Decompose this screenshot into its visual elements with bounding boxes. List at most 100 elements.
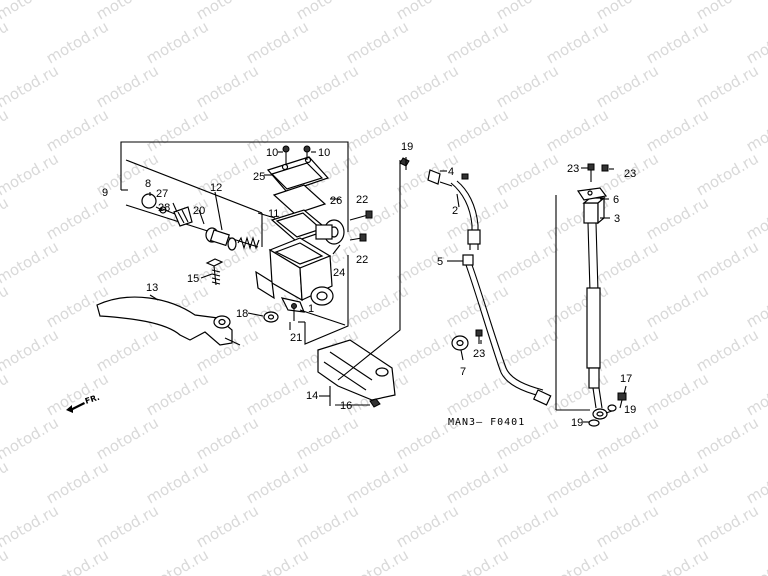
callout-11: 11 xyxy=(268,208,279,220)
watermark-text: motod.ru xyxy=(493,61,562,111)
callout-16: 16 xyxy=(340,400,352,412)
callout-19-bottom-left: 19 xyxy=(571,417,583,429)
spring xyxy=(237,236,260,250)
clamp-bolt xyxy=(475,329,483,344)
watermark-text: motod.ru xyxy=(93,61,162,111)
callout-10-left: 10 xyxy=(266,147,278,159)
hose-clamp xyxy=(451,335,469,351)
watermark-text: motod.ru xyxy=(0,325,62,375)
watermark-text: motod.ru xyxy=(93,501,162,551)
watermark-text: motod.ru xyxy=(643,369,712,419)
clamp-bolt-upper xyxy=(349,210,373,221)
watermark-text: motod.ru xyxy=(0,369,12,419)
callout-24: 24 xyxy=(333,267,345,279)
watermark-text: motod.ru xyxy=(493,501,562,551)
watermark-text: motod.ru xyxy=(143,457,212,507)
watermark-text: motod.ru xyxy=(193,61,262,111)
watermark-text: motod.ru xyxy=(643,105,712,155)
watermark-text: motod.ru xyxy=(0,237,62,287)
watermark-text: motod.ru xyxy=(0,545,12,576)
watermark-text: motod.ru xyxy=(693,61,762,111)
pivot-nut xyxy=(263,311,279,323)
watermark-text: motod.ru xyxy=(693,325,762,375)
watermark-text: motod.ru xyxy=(643,457,712,507)
watermark-text: motod.ru xyxy=(0,413,62,463)
watermark-text: motod.ru xyxy=(243,545,312,576)
watermark-text: motod.ru xyxy=(343,457,412,507)
watermark-text: motod.ru xyxy=(0,105,12,155)
cap-screw-right xyxy=(303,145,311,160)
callout-19-bottom-right: 19 xyxy=(624,404,636,416)
watermark-text: motod.ru xyxy=(43,545,112,576)
callout-10-right: 10 xyxy=(318,147,330,159)
watermark-text: motod.ru xyxy=(0,193,12,243)
watermark-text: motod.ru xyxy=(643,545,712,576)
watermark-text: motod.ru xyxy=(193,149,262,199)
watermark-text: motod.ru xyxy=(343,17,412,67)
callout-2: 2 xyxy=(452,205,458,217)
watermark-text: motod.ru xyxy=(543,281,612,331)
watermark-text: motod.ru xyxy=(0,281,12,331)
callout-13: 13 xyxy=(146,282,158,294)
brake-lever xyxy=(96,296,241,346)
watermark-text: motod.ru xyxy=(593,325,662,375)
reservoir-cap xyxy=(266,156,330,193)
bracket-bolt-left xyxy=(587,163,595,182)
callout-14: 14 xyxy=(306,390,318,402)
watermark-text: motod.ru xyxy=(343,545,412,576)
hose-bracket xyxy=(576,187,608,201)
callout-23-right: 23 xyxy=(624,168,636,180)
watermark-text: motod.ru xyxy=(0,149,62,199)
watermark-text: motod.ru xyxy=(93,237,162,287)
watermark-text: motod.ru xyxy=(743,17,768,67)
callout-6: 6 xyxy=(613,194,619,206)
watermark-text: motod.ru xyxy=(243,457,312,507)
watermark-text: motod.ru xyxy=(143,369,212,419)
callout-19-top: 19 xyxy=(401,141,413,153)
cap-screw-left xyxy=(282,145,290,165)
brake-hose-right xyxy=(582,196,608,420)
watermark-text: motod.ru xyxy=(743,457,768,507)
watermark-text: motod.ru xyxy=(543,105,612,155)
watermark-text: motod.ru xyxy=(0,457,12,507)
watermark-text: motod.ru xyxy=(743,105,768,155)
watermark-text: motod.ru xyxy=(93,325,162,375)
watermark-text: motod.ru xyxy=(193,413,262,463)
watermark-text: motod.ru xyxy=(43,17,112,67)
watermark-text: motod.ru xyxy=(443,17,512,67)
sealing-washer-right xyxy=(607,404,617,412)
watermark-text: motod.ru xyxy=(43,105,112,155)
watermark-text: motod.ru xyxy=(693,149,762,199)
watermark-text: motod.ru xyxy=(0,0,62,23)
watermark-text: motod.ru xyxy=(693,413,762,463)
watermark-text: motod.ru xyxy=(643,193,712,243)
watermark-text: motod.ru xyxy=(0,17,12,67)
clamp-bolt-lower xyxy=(349,233,367,242)
cover-screw xyxy=(369,398,381,408)
piston xyxy=(205,227,237,251)
watermark-text: motod.ru xyxy=(193,501,262,551)
callout-23-middle: 23 xyxy=(473,348,485,360)
watermark-text: motod.ru xyxy=(343,193,412,243)
watermark-text: motod.ru xyxy=(293,501,362,551)
watermark-text: motod.ru xyxy=(593,413,662,463)
switch-screw xyxy=(291,303,297,321)
callout-22-lower: 22 xyxy=(356,254,368,266)
piston-boot xyxy=(173,206,193,227)
bracket-bolt-right xyxy=(601,164,609,172)
callout-9: 9 xyxy=(102,187,108,199)
watermark-text: motod.ru xyxy=(43,369,112,419)
watermark-text: motod.ru xyxy=(143,545,212,576)
watermark-text: motod.ru xyxy=(243,369,312,419)
watermark-text: motod.ru xyxy=(393,61,462,111)
front-direction-arrow: FR. xyxy=(66,393,101,413)
watermark-text: motod.ru xyxy=(643,281,712,331)
callout-7: 7 xyxy=(460,366,466,378)
watermark-text: motod.ru xyxy=(443,105,512,155)
watermark-text: motod.ru xyxy=(443,457,512,507)
watermark-text: motod.ru xyxy=(0,501,62,551)
callout-3: 3 xyxy=(614,213,620,225)
watermark-text: motod.ru xyxy=(393,501,462,551)
callout-17: 17 xyxy=(620,373,632,385)
